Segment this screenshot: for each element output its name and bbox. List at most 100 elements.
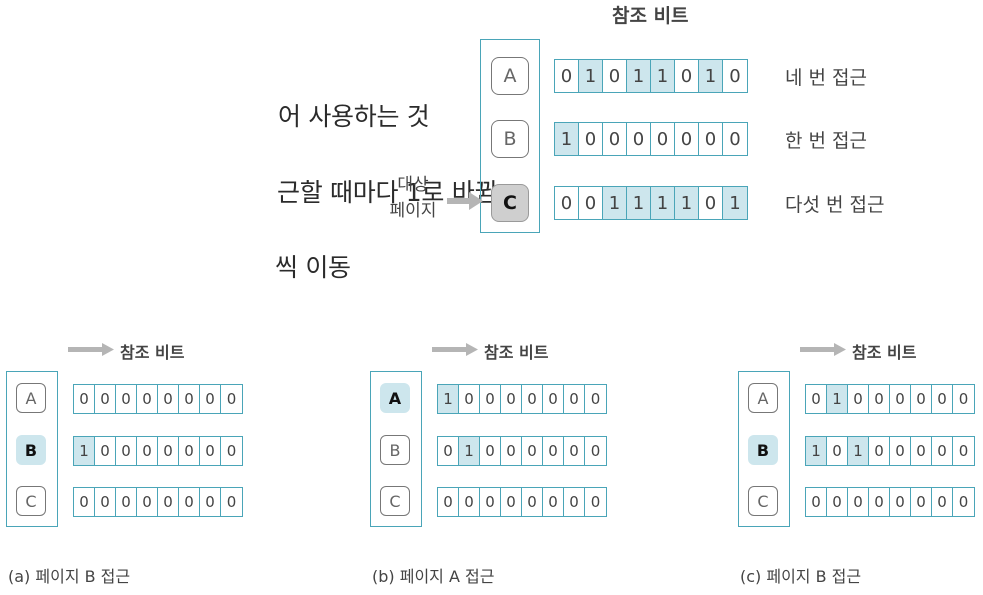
top-page-b: B (491, 120, 529, 158)
panel-page-column (370, 371, 422, 527)
bit-cell: 0 (911, 437, 932, 465)
bit-cell: 0 (74, 488, 95, 516)
bit-cell: 0 (890, 437, 911, 465)
bit-cell: 0 (675, 123, 699, 155)
bit-cell: 1 (848, 437, 869, 465)
bit-cell: 0 (179, 488, 200, 516)
bit-cell: 0 (806, 385, 827, 413)
panel-arrow-icon (800, 343, 846, 356)
bit-cell: 0 (116, 488, 137, 516)
bit-cell: 0 (627, 123, 651, 155)
bit-cell: 0 (543, 488, 564, 516)
bit-cell: 0 (890, 488, 911, 516)
bit-cell: 0 (564, 488, 585, 516)
bit-cell: 0 (827, 488, 848, 516)
bit-cell: 0 (137, 488, 158, 516)
bit-cell: 0 (137, 385, 158, 413)
bit-cell: 0 (603, 123, 627, 155)
panel-page-b: B (16, 435, 46, 465)
bit-cell: 0 (158, 437, 179, 465)
bit-cell: 0 (932, 385, 953, 413)
bit-cell: 1 (651, 187, 675, 219)
panel-page-c: C (380, 486, 410, 516)
bit-cell: 1 (74, 437, 95, 465)
panel-subtitle: 참조 비트 (484, 343, 549, 362)
bit-cell: 1 (651, 60, 675, 92)
bit-cell: 0 (827, 437, 848, 465)
top-reference-bits-title: 참조 비트 (612, 5, 689, 27)
bit-cell: 0 (137, 437, 158, 465)
bit-cell: 0 (699, 187, 723, 219)
target-page-label: 대상 페이지 (383, 172, 443, 224)
bit-cell: 0 (543, 437, 564, 465)
bit-cell: 0 (555, 187, 579, 219)
bit-cell: 0 (869, 437, 890, 465)
bit-cell: 0 (480, 385, 501, 413)
bit-cell: 0 (911, 385, 932, 413)
bit-cell: 0 (95, 385, 116, 413)
panel-arrow-icon (432, 343, 478, 356)
bit-cell: 1 (555, 123, 579, 155)
bit-cell: 1 (827, 385, 848, 413)
panel-page-a: A (748, 383, 778, 413)
bit-cell: 1 (699, 60, 723, 92)
bit-cell: 0 (651, 123, 675, 155)
bit-cell: 0 (179, 437, 200, 465)
bit-cell: 0 (729, 128, 741, 150)
bit-cell: 0 (675, 60, 699, 92)
panel-page-c: C (748, 486, 778, 516)
bit-cell: 0 (958, 442, 969, 460)
bit-cell: 0 (480, 488, 501, 516)
panel-page-a: A (16, 383, 46, 413)
bit-cell: 0 (74, 385, 95, 413)
bit-cell: 0 (603, 60, 627, 92)
bit-cell: 0 (543, 385, 564, 413)
target-page-label-line-2: 페이지 (389, 201, 437, 221)
bit-cell: 1 (627, 60, 651, 92)
bit-cell: 0 (522, 437, 543, 465)
bit-cell: 0 (958, 390, 969, 408)
top-page-a: A (491, 57, 529, 95)
bit-cell: 0 (590, 390, 601, 408)
bit-cell: 0 (226, 493, 237, 511)
bit-cell: 0 (699, 123, 723, 155)
bit-cell: 0 (459, 385, 480, 413)
bullet-line-3: 씩 이동 (275, 253, 351, 282)
bit-cell: 0 (158, 385, 179, 413)
bit-cell: 0 (226, 442, 237, 460)
bit-cell: 0 (501, 385, 522, 413)
bit-cell: 0 (116, 385, 137, 413)
bit-cell: 1 (806, 437, 827, 465)
bit-cell: 0 (590, 442, 601, 460)
panel-subtitle: 참조 비트 (120, 343, 185, 362)
panel-page-b: B (380, 435, 410, 465)
target-arrow-icon (447, 192, 483, 210)
bit-cell: 0 (932, 437, 953, 465)
top-access-label-c: 다섯 번 접근 (785, 194, 885, 216)
bit-cell: 1 (675, 187, 699, 219)
panel-page-b: B (748, 435, 778, 465)
bit-cell: 0 (95, 437, 116, 465)
bit-cell: 0 (932, 488, 953, 516)
bit-cell: 0 (200, 385, 221, 413)
bit-cell: 0 (438, 437, 459, 465)
bit-cell: 0 (179, 385, 200, 413)
bit-cell: 1 (627, 187, 651, 219)
bit-cell: 0 (226, 390, 237, 408)
panel-page-c: C (16, 486, 46, 516)
bit-cell: 0 (958, 493, 969, 511)
bit-cell: 0 (848, 385, 869, 413)
panel-arrow-icon (68, 343, 114, 356)
bit-cell: 0 (522, 488, 543, 516)
top-page-c: C (491, 184, 529, 222)
bit-cell: 0 (480, 437, 501, 465)
